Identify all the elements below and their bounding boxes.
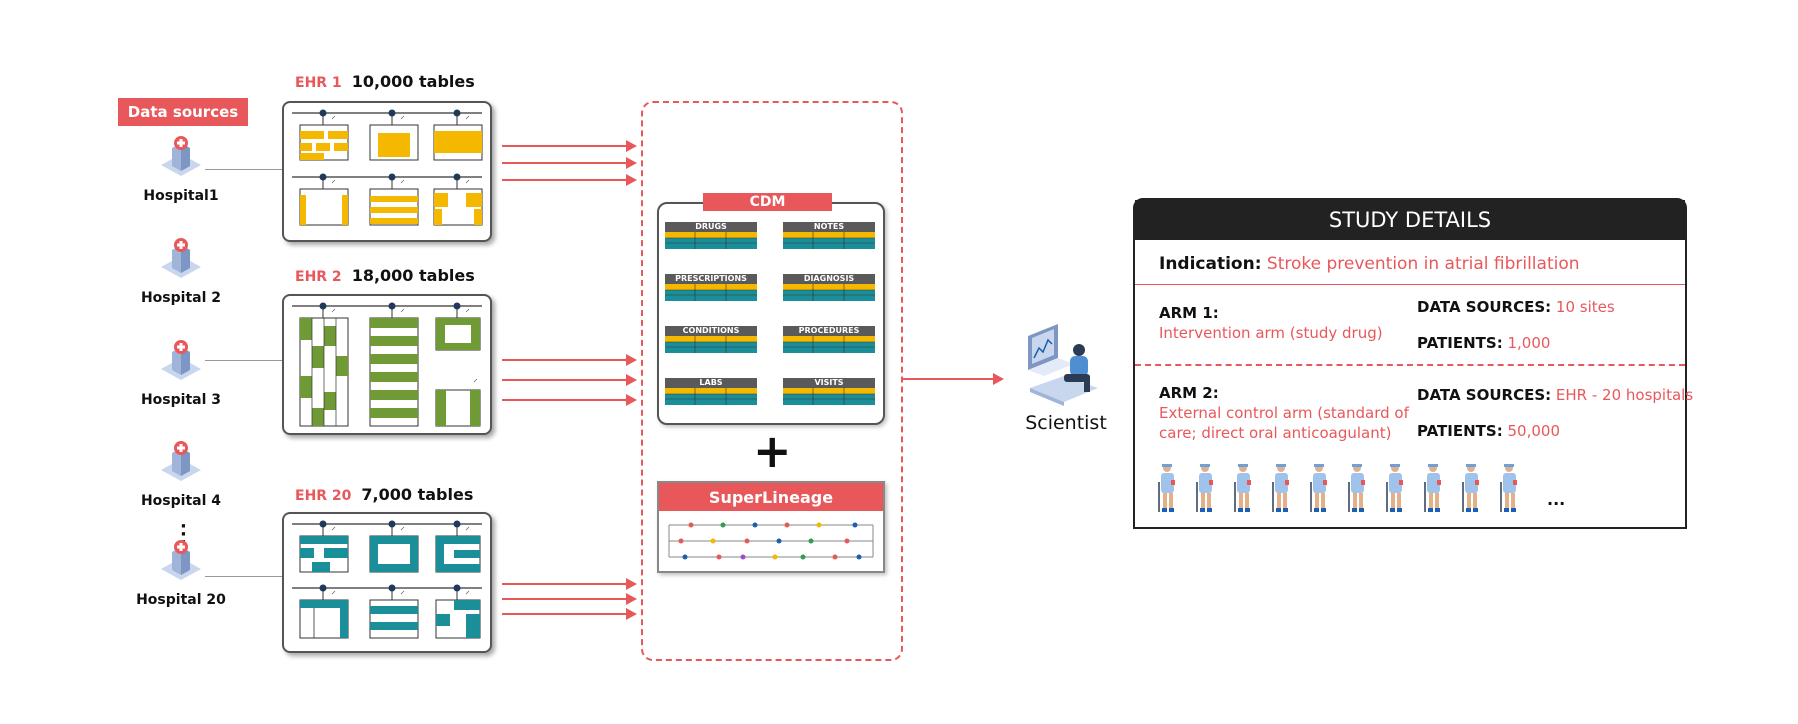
cdm-table-name: PRESCRIPTIONS bbox=[665, 274, 757, 284]
connector-line bbox=[205, 360, 282, 361]
data-sources-value: EHR - 20 hospitals bbox=[1555, 386, 1694, 404]
cdm-table-name: PROCEDURES bbox=[783, 326, 875, 336]
data-sources-key: DATA SOURCES: bbox=[1417, 386, 1552, 404]
arrow-to-scientist-head bbox=[993, 373, 1004, 385]
table-stripes bbox=[783, 388, 875, 405]
plus-sign: + bbox=[753, 424, 792, 478]
ehr-table-count: 10,000 tables bbox=[351, 72, 475, 91]
lineage-graph-illustration bbox=[668, 522, 874, 560]
cdm-table-drugs: DRUGS bbox=[665, 222, 757, 253]
hospital-icon bbox=[161, 340, 201, 380]
ehr-1-schema bbox=[282, 101, 492, 242]
cdm-table-visits: VISITS bbox=[783, 378, 875, 409]
dashed-separator bbox=[1135, 364, 1685, 366]
hospital-icon bbox=[161, 136, 201, 176]
ehr-2-tables-illustration bbox=[292, 302, 482, 427]
ehr-table-count: 7,000 tables bbox=[361, 485, 474, 504]
patients-key: PATIENTS: bbox=[1417, 334, 1503, 352]
study-details-header: STUDY DETAILS bbox=[1135, 200, 1685, 240]
cdm-table-name: DRUGS bbox=[665, 222, 757, 232]
study-details-panel: STUDY DETAILS Indication: Stroke prevent… bbox=[1133, 198, 1693, 529]
hospital-1: Hospital1 bbox=[116, 136, 246, 204]
patient-icons bbox=[1158, 463, 1518, 513]
table-stripes bbox=[783, 336, 875, 353]
hospital-name: Hospital 2 bbox=[140, 290, 222, 306]
hospital-name: Hospital 3 bbox=[140, 392, 222, 408]
arm-2-label: ARM 2: bbox=[1159, 384, 1219, 402]
connector-line bbox=[205, 576, 282, 577]
cdm-label: CDM bbox=[703, 193, 832, 211]
table-stripes bbox=[665, 336, 757, 353]
ehr-name: EHR 1 bbox=[295, 75, 342, 91]
ehr-1-title: EHR 1 10,000 tables bbox=[295, 72, 475, 91]
patients-value: 50,000 bbox=[1507, 422, 1561, 440]
ehr-2-schema bbox=[282, 294, 492, 435]
ehr-20-tables-illustration bbox=[292, 520, 482, 639]
cdm-table-name: NOTES bbox=[783, 222, 875, 232]
hospital-icon bbox=[161, 441, 201, 481]
ehr-1-tables-illustration bbox=[292, 109, 483, 226]
arm-1-label: ARM 1: bbox=[1159, 304, 1219, 322]
ehr-2-title: EHR 2 18,000 tables bbox=[295, 266, 475, 285]
ehr-20-schema bbox=[282, 512, 492, 653]
arm-1-patients: PATIENTS: 1,000 bbox=[1417, 334, 1550, 352]
cdm-table-notes: NOTES bbox=[783, 222, 875, 253]
hospital-20: Hospital 20 bbox=[116, 540, 246, 608]
patients-key: PATIENTS: bbox=[1417, 422, 1503, 440]
data-sources-value: 10 sites bbox=[1555, 298, 1615, 316]
table-stripes bbox=[783, 284, 875, 301]
harmonization-container bbox=[641, 101, 903, 661]
table-stripes bbox=[665, 284, 757, 301]
cdm-table-diagnosis: DIAGNOSIS bbox=[783, 274, 875, 305]
arm-1-description: Intervention arm (study drug) bbox=[1159, 324, 1383, 342]
hospital-name: Hospital 4 bbox=[140, 493, 222, 509]
scientist-illustration bbox=[1024, 318, 1104, 410]
hospital-2: Hospital 2 bbox=[116, 238, 246, 306]
connector-line bbox=[205, 169, 282, 170]
hospital-3: Hospital 3 bbox=[116, 340, 246, 408]
scientist-label: Scientist bbox=[1025, 412, 1107, 434]
ehr-name: EHR 20 bbox=[295, 488, 352, 504]
arm-2-description-line-2: care; direct oral anticoagulant) bbox=[1159, 424, 1392, 442]
indication-value: Stroke prevention in atrial fibrillation bbox=[1266, 254, 1580, 274]
more-patients-ellipsis: ... bbox=[1547, 490, 1566, 509]
arm-2-description-line-1: External control arm (standard of bbox=[1159, 404, 1409, 422]
superlineage-label: SuperLineage bbox=[659, 483, 883, 511]
arm-2-patients: PATIENTS: 50,000 bbox=[1417, 422, 1560, 440]
hospital-name: Hospital1 bbox=[143, 188, 219, 204]
hospital-4: Hospital 4 bbox=[116, 441, 246, 509]
arm-2-data-sources: DATA SOURCES: EHR - 20 hospitals bbox=[1417, 386, 1693, 404]
indication-label: Indication: bbox=[1159, 254, 1262, 274]
cdm-table-labs: LABS bbox=[665, 378, 757, 409]
cdm-table-conditions: CONDITIONS bbox=[665, 326, 757, 357]
cdm-table-name: VISITS bbox=[783, 378, 875, 388]
arm-1-data-sources: DATA SOURCES: 10 sites bbox=[1417, 298, 1615, 316]
table-stripes bbox=[665, 388, 757, 405]
arrow-to-scientist-line bbox=[901, 378, 993, 380]
data-sources-label: Data sources bbox=[118, 98, 248, 126]
superlineage-box: SuperLineage bbox=[657, 481, 885, 573]
data-sources-key: DATA SOURCES: bbox=[1417, 298, 1552, 316]
table-stripes bbox=[665, 232, 757, 249]
ehr-table-count: 18,000 tables bbox=[351, 266, 475, 285]
arm-1-title: ARM 1: bbox=[1159, 304, 1219, 322]
cdm-table-name: LABS bbox=[665, 378, 757, 388]
cdm-table-prescriptions: PRESCRIPTIONS bbox=[665, 274, 757, 305]
table-stripes bbox=[783, 232, 875, 249]
scientist-icon bbox=[1028, 324, 1098, 406]
cdm-table-procedures: PROCEDURES bbox=[783, 326, 875, 357]
hospital-icon bbox=[161, 540, 201, 580]
ehr-20-title: EHR 20 7,000 tables bbox=[295, 485, 473, 504]
hospital-name: Hospital 20 bbox=[136, 592, 226, 608]
ehr-name: EHR 2 bbox=[295, 269, 342, 285]
patient-figures-row bbox=[1158, 462, 1539, 522]
indication-row: Indication: Stroke prevention in atrial … bbox=[1159, 254, 1580, 274]
cdm-table-name: CONDITIONS bbox=[665, 326, 757, 336]
cdm-table-name: DIAGNOSIS bbox=[783, 274, 875, 284]
hospital-icon bbox=[161, 238, 201, 278]
separator bbox=[1135, 284, 1685, 285]
patients-value: 1,000 bbox=[1507, 334, 1551, 352]
arm-2-title: ARM 2: bbox=[1159, 384, 1219, 402]
